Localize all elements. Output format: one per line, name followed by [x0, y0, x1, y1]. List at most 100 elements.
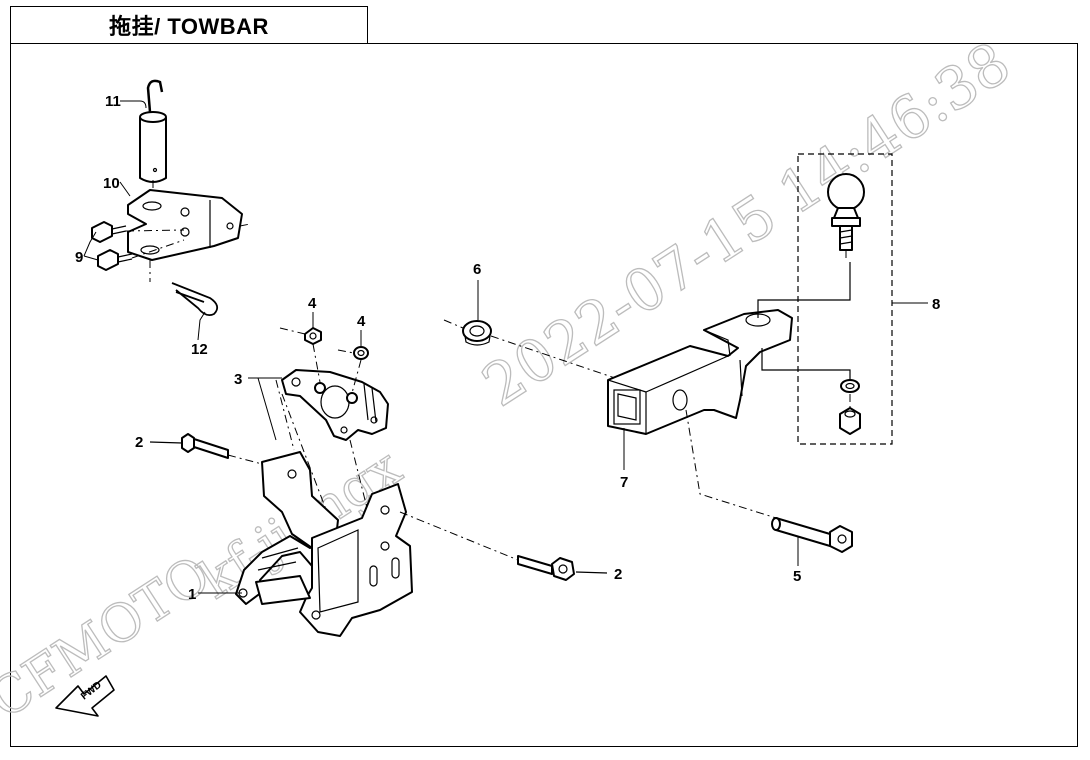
plate-hole-1 — [291, 377, 301, 387]
bracket-right-arm — [299, 483, 413, 637]
plate-flange — [363, 383, 377, 423]
centerline — [275, 379, 295, 451]
bracket-crossbar — [255, 575, 311, 605]
part-8-tow-ball — [827, 173, 865, 211]
callout-5: 5 — [793, 568, 801, 585]
bolt-9-head-a — [91, 221, 113, 243]
callout-8: 8 — [932, 296, 940, 313]
centerline — [312, 343, 321, 383]
tube-riser — [703, 329, 731, 357]
part-10-clevis-bracket — [127, 189, 243, 261]
drawing-frame — [10, 43, 1078, 747]
part-12-r-clip — [171, 282, 219, 317]
bolt-2-shank-b — [517, 555, 553, 575]
bracket-hole-c — [380, 505, 390, 515]
part-1-receiver-bracket — [235, 451, 413, 637]
part-4-nut-a — [304, 327, 322, 345]
bolt-5-head-center — [837, 534, 847, 544]
bracket-ribs — [257, 547, 299, 571]
callout-9: 9 — [75, 249, 83, 266]
bolt-2-head-a — [181, 433, 195, 453]
bracket-bolt-hole-1 — [180, 207, 190, 217]
callout-3: 3 — [234, 371, 242, 388]
centerline — [685, 409, 777, 519]
leader-lines — [83, 100, 625, 594]
plate-weld-nut-1 — [314, 382, 326, 394]
callout-11: 11 — [105, 93, 121, 110]
bracket-hole-top — [142, 201, 162, 211]
centerline — [337, 349, 355, 354]
pin-handle — [146, 79, 164, 113]
bolt-5-end — [771, 517, 781, 531]
callout-4-left: 4 — [308, 295, 317, 312]
ball-nut — [839, 407, 861, 435]
tow-ball-assembly — [757, 153, 928, 445]
callout-7: 7 — [620, 474, 628, 491]
centerline — [349, 439, 371, 521]
callout-4-right: 4 — [357, 313, 366, 330]
part-7-receiver-tube — [607, 309, 793, 435]
part-6-spacer — [462, 320, 492, 342]
pin-top — [139, 111, 167, 123]
centerline — [399, 511, 519, 561]
bracket-hole-d — [380, 541, 390, 551]
bracket-slot-1 — [369, 565, 378, 587]
bolt-2-shank-a — [193, 438, 229, 459]
bracket-inner-face — [317, 529, 359, 613]
ball-lock-washer — [840, 379, 860, 393]
part-3-mounting-plate — [281, 369, 389, 441]
bolt-9-head-b — [97, 249, 119, 271]
bracket-bolt-hole-3 — [226, 222, 234, 230]
tube-riser-edge — [739, 359, 743, 397]
tube-inner — [617, 393, 637, 421]
leader — [149, 441, 183, 444]
ball-neck — [833, 207, 859, 219]
part-5-pin-bolt-shank — [775, 517, 831, 547]
leader — [575, 571, 608, 574]
bracket-hole-bottom — [140, 245, 160, 255]
callout-2-left: 2 — [135, 434, 143, 451]
bracket-left-arm — [235, 451, 339, 605]
assembly-line — [757, 262, 851, 318]
r-clip-leg — [175, 291, 205, 303]
nut-a-hole — [309, 332, 317, 340]
mounting-plate-assembly — [275, 327, 389, 521]
spacer-side — [464, 335, 491, 346]
watermark-brand: CFMOTO — [0, 545, 221, 731]
tube-pin-hole — [672, 389, 688, 411]
bolt-5-head — [829, 525, 853, 553]
thread-lines — [839, 229, 853, 245]
hitch-pin-assembly — [91, 79, 251, 317]
callout-12: 12 — [191, 341, 208, 358]
bracket-slot-2 — [391, 557, 400, 579]
spacer-hole — [469, 325, 485, 337]
callout-10: 10 — [103, 175, 120, 192]
tube-opening — [613, 389, 641, 425]
centerline — [443, 319, 464, 329]
callout-1: 1 — [188, 586, 196, 603]
bracket-hole-e — [311, 610, 321, 620]
centerline — [125, 229, 185, 232]
callout-2-right: 2 — [614, 566, 622, 583]
centerline — [239, 223, 251, 227]
fwd-arrow-icon — [55, 675, 115, 717]
part-9-bolts — [91, 221, 133, 271]
plate-hole-2 — [340, 426, 348, 434]
bracket-bolt-hole-2 — [180, 227, 190, 237]
centerline — [351, 359, 362, 394]
tube-top-edge — [645, 355, 729, 393]
washer-b-hole — [357, 349, 365, 357]
bolt-2-flange — [558, 564, 568, 574]
part-4-washer-b — [353, 346, 369, 360]
part-11-hitch-pin — [139, 113, 167, 183]
centerline — [279, 327, 306, 335]
part-2-bolts — [149, 433, 608, 581]
centerline — [281, 393, 331, 521]
plate-weld-nut-2 — [346, 392, 358, 404]
group-8-bracket-box — [797, 153, 893, 445]
washer-hole — [845, 382, 855, 390]
bracket-hole-a — [287, 469, 297, 479]
nut-hole — [844, 410, 856, 418]
